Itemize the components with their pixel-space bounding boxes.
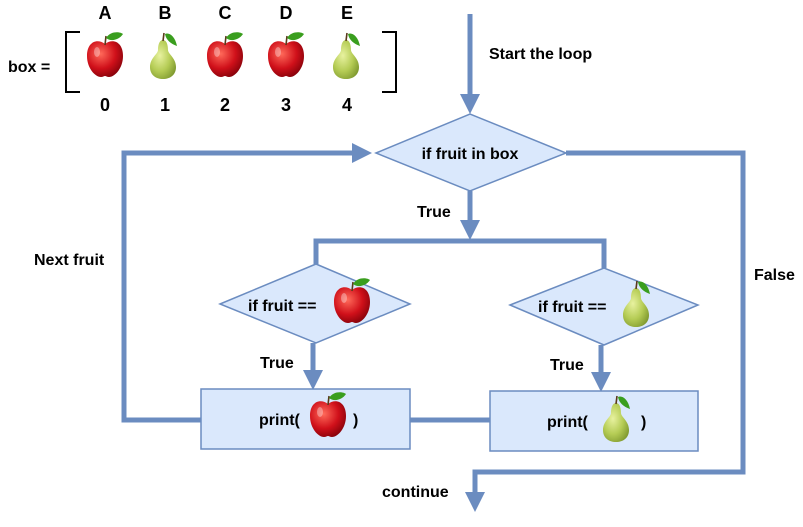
pear-print-open: print( [547, 414, 589, 431]
box-letter-c: C [219, 3, 232, 23]
box-letter-b: B [159, 3, 172, 23]
pear-decision-diamond [508, 267, 700, 346]
pear-print-close: ) [641, 414, 646, 431]
loop-condition-text: if fruit in box [422, 146, 519, 163]
box-index-2: 2 [220, 95, 230, 115]
right-bracket [382, 31, 397, 93]
box-array: box = A B C D E 0 1 2 3 4 [8, 3, 397, 115]
connectors [121, 14, 746, 512]
apple-icon [267, 31, 305, 78]
box-index-4: 4 [342, 95, 352, 115]
apple-condition-text: if fruit == [248, 298, 316, 315]
pear-print-box: print( ) [489, 390, 699, 452]
loop-decision: if fruit in box [374, 113, 569, 192]
pear-decision: if fruit == [508, 267, 700, 346]
apple-print-rect [200, 388, 411, 450]
true-label-pear: True [550, 357, 584, 374]
apple-print-open: print( [259, 412, 301, 429]
continue-label: continue [382, 484, 449, 501]
apple-print-box: print( ) [200, 388, 411, 450]
true-label-apple: True [260, 355, 294, 372]
box-index-3: 3 [281, 95, 291, 115]
pear-icon [332, 32, 361, 80]
left-bracket [65, 31, 80, 93]
false-exit-line [465, 150, 746, 512]
apple-print-close: ) [353, 412, 358, 429]
box-label: box = [8, 59, 50, 76]
apple-decision-diamond [218, 263, 412, 344]
branch-split-line [313, 238, 607, 268]
apple-icon [206, 31, 244, 78]
false-label: False [754, 267, 795, 284]
pear-condition-text: if fruit == [538, 299, 606, 316]
pear-icon [149, 32, 178, 80]
true-label-main: True [417, 204, 451, 221]
box-index-0: 0 [100, 95, 110, 115]
box-letter-e: E [341, 3, 353, 23]
next-fruit-label: Next fruit [34, 252, 105, 269]
apple-decision: if fruit == [218, 263, 412, 344]
box-index-1: 1 [160, 95, 170, 115]
box-letter-a: A [99, 3, 112, 23]
pear-print-rect [489, 390, 699, 452]
box-letter-d: D [280, 3, 293, 23]
loop-decision-diamond [374, 113, 569, 192]
apple-icon [86, 31, 124, 78]
next-fruit-loop-line [121, 143, 372, 423]
start-loop-label: Start the loop [489, 46, 592, 63]
